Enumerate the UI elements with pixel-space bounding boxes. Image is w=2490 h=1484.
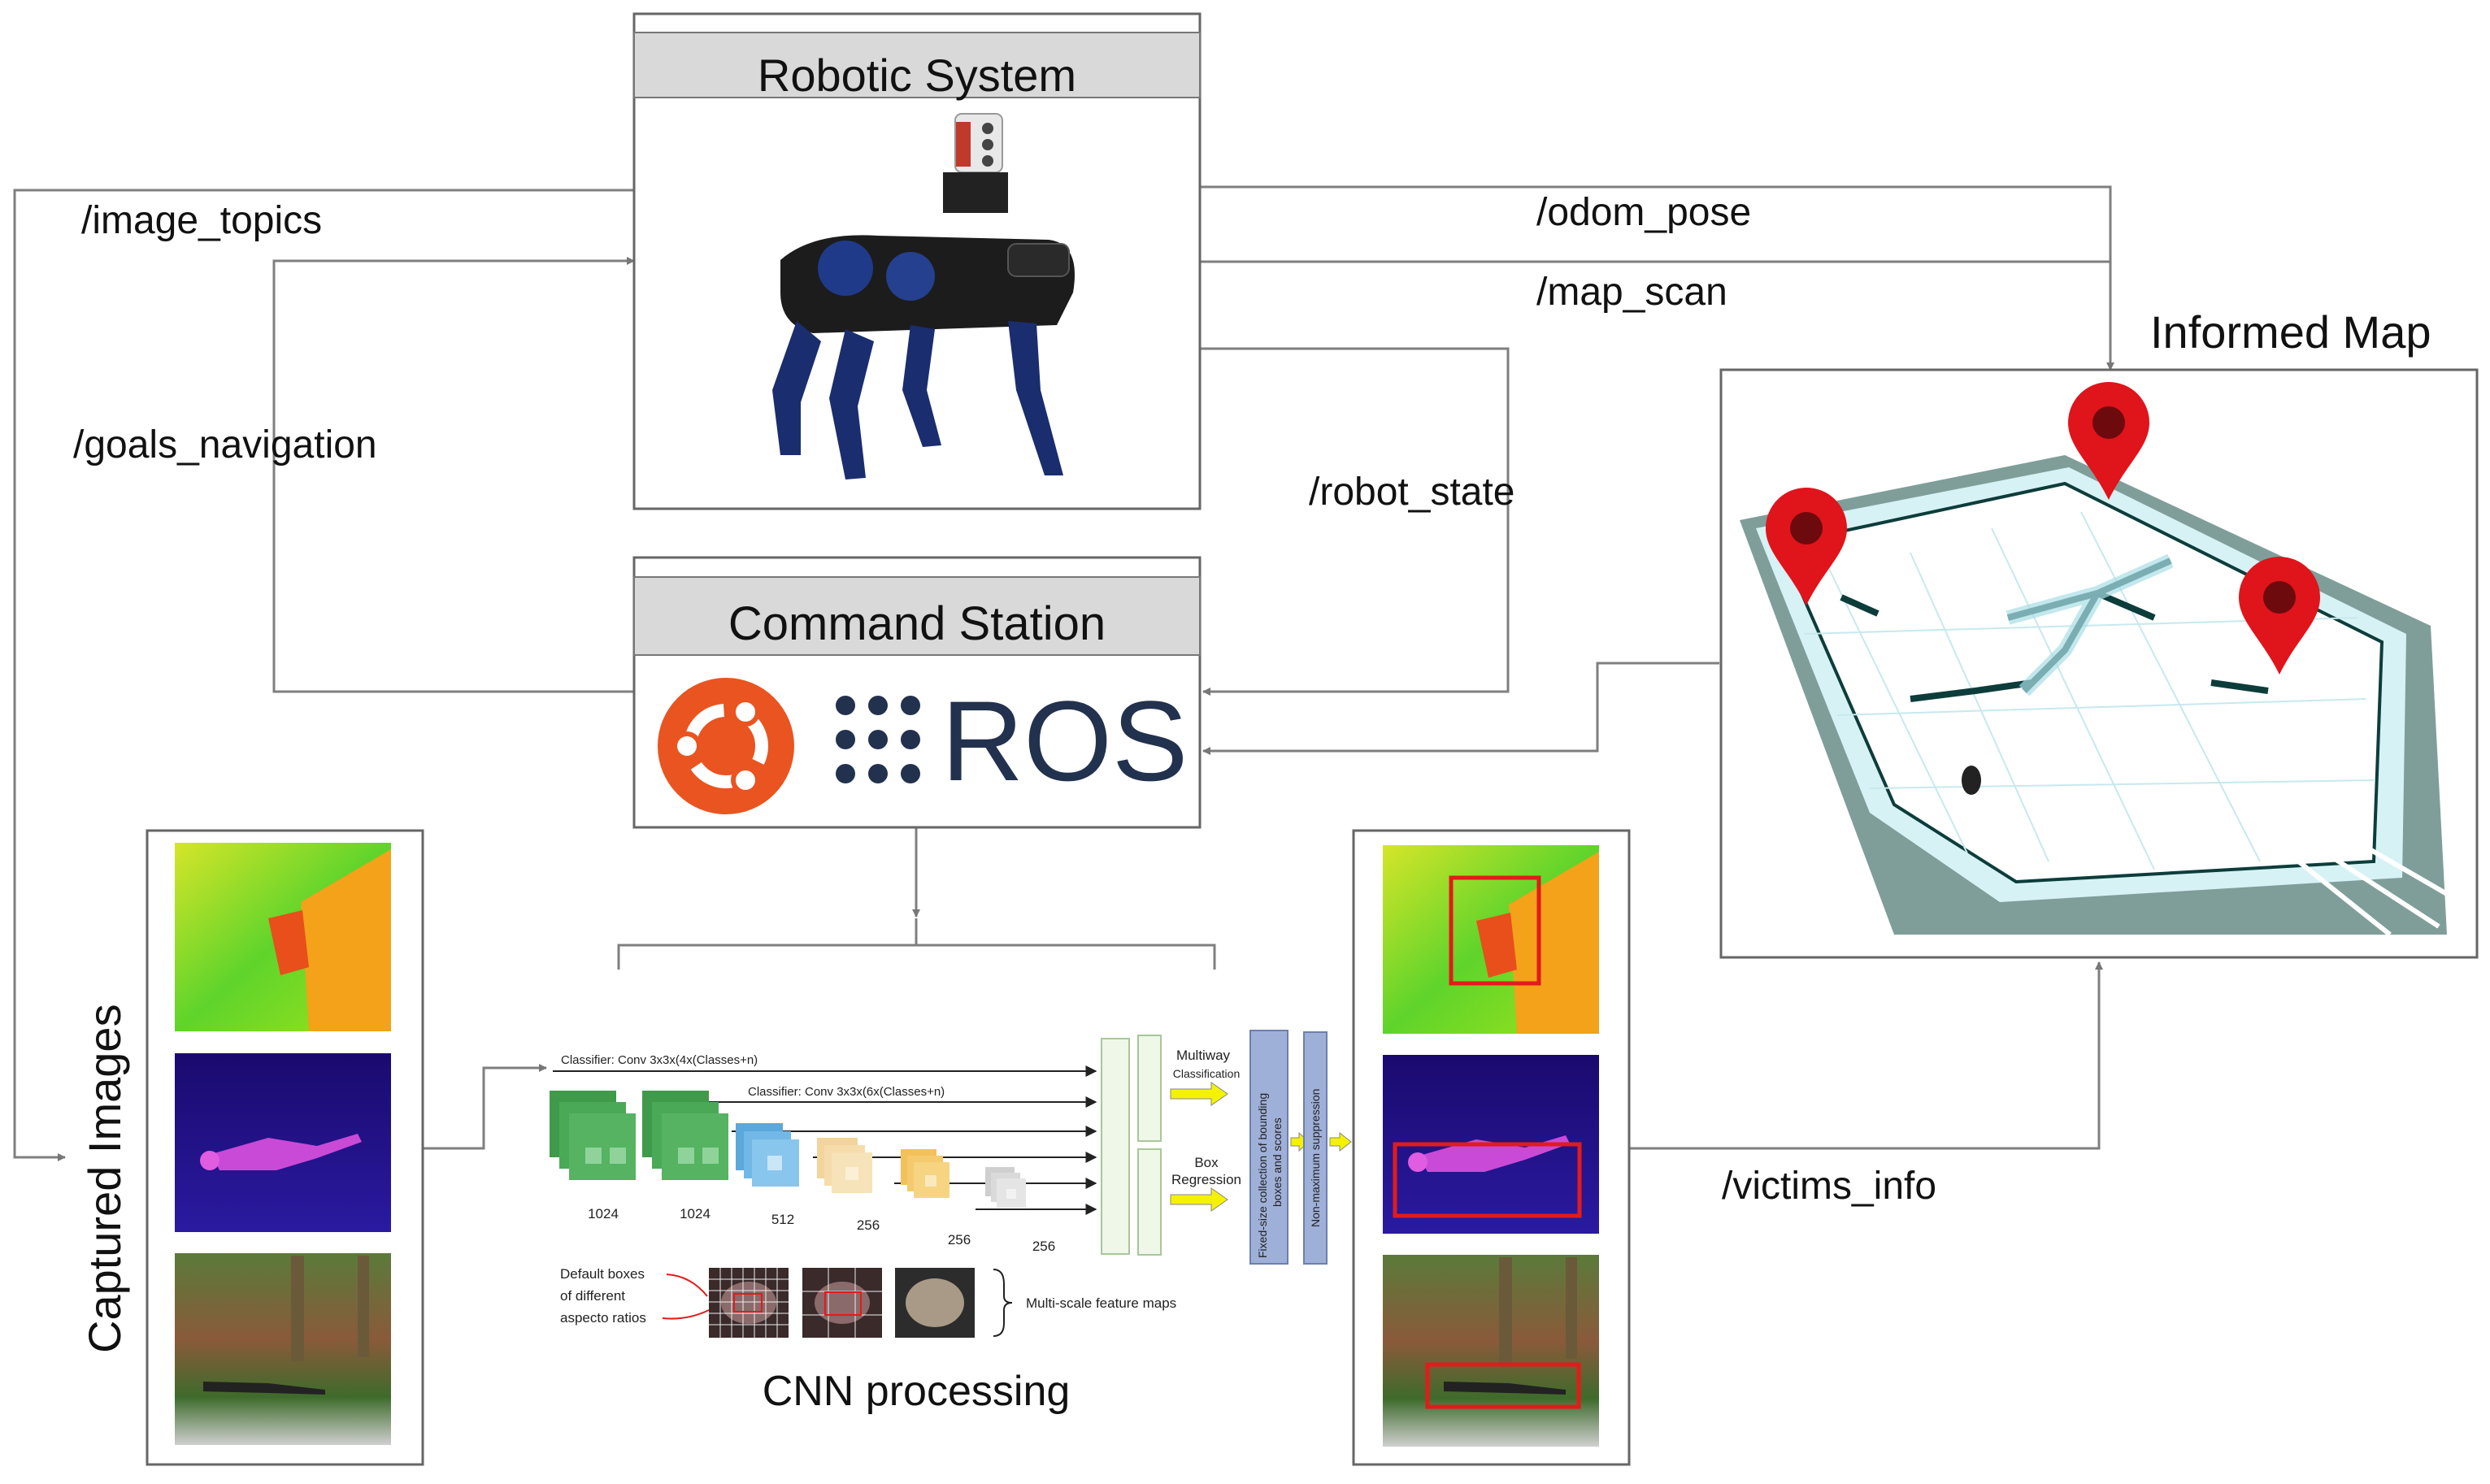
map-to-ros-line [1202, 662, 1719, 755]
victims-info-line [1629, 961, 2103, 1150]
topic-labels: /image_topics /goals_navigation /odom_po… [73, 191, 1936, 1208]
cnn-brace [617, 918, 1216, 970]
yellow-arrow-icon [1170, 1082, 1228, 1106]
default-boxes-label-2: of different [560, 1288, 625, 1304]
feature-block-5 [901, 1149, 950, 1198]
detection-results-box [1352, 829, 1631, 1466]
fixed-size-label-2: boxes and scores [1271, 1117, 1284, 1207]
cnn-architecture: Classifier: Conv 3x3x(4x(Classes+n) Clas… [550, 1030, 1352, 1415]
captured-to-cnn-line [423, 1064, 547, 1150]
captured-images-box: Captured Images [79, 829, 424, 1466]
feature-map-3 [895, 1268, 975, 1338]
channels-label: 256 [857, 1217, 880, 1233]
default-boxes-label: Default boxes [560, 1266, 645, 1282]
yellow-arrow-icon [1170, 1187, 1228, 1212]
classifier-label-2: Classifier: Conv 3x3x(6x(Classes+n) [748, 1085, 945, 1099]
nms-label: Non-maximum suppression [1309, 1089, 1322, 1227]
thermal-image-green [175, 843, 391, 1031]
channels-label: 256 [1032, 1239, 1055, 1254]
image-topics-label: /image_topics [81, 199, 322, 242]
robotic-system-box: Robotic System [632, 12, 1202, 510]
multiway-label-2: Classification [1173, 1067, 1240, 1080]
command-station-box: Command Station ROS [632, 556, 1202, 829]
channels-label: 1024 [680, 1206, 710, 1221]
detection-box [1425, 1362, 1581, 1409]
feature-map-1 [709, 1268, 789, 1338]
connectors [13, 185, 2114, 1161]
default-boxes-label-3: aspecto ratios [560, 1310, 646, 1326]
victim-marker-icon [2239, 557, 2320, 675]
map-scan-line [1200, 260, 2114, 371]
classifier-label-1: Classifier: Conv 3x3x(4x(Classes+n) [561, 1053, 758, 1067]
cnn-processing-label: CNN processing [763, 1368, 1071, 1415]
captured-images-label: Captured Images [79, 1004, 130, 1353]
occupancy-map-image [1740, 455, 2449, 937]
robotic-system-title: Robotic System [758, 50, 1076, 101]
channels-label: 256 [948, 1232, 971, 1248]
informed-map-title: Informed Map [2150, 306, 2431, 358]
fixed-size-label: Fixed-size collection of bounding [1256, 1093, 1269, 1258]
robot-state-label: /robot_state [1309, 471, 1515, 514]
feature-block-4 [817, 1138, 872, 1193]
goals-navigation-line [272, 257, 635, 693]
thermal-image-purple [175, 1053, 391, 1232]
feature-block-3 [736, 1123, 799, 1187]
yellow-arrow-icon [1329, 1131, 1352, 1152]
feature-block-1 [550, 1091, 636, 1180]
box-label: Box [1194, 1155, 1219, 1170]
ubuntu-logo-icon [658, 678, 794, 814]
multiway-label: Multiway [1176, 1048, 1231, 1063]
goals-navigation-label: /goals_navigation [73, 423, 377, 466]
odom-pose-label: /odom_pose [1536, 191, 1751, 234]
feature-map-2 [802, 1268, 882, 1338]
box-label-2: Regression [1171, 1172, 1241, 1187]
detection-box [1449, 875, 1541, 986]
result-thermal-purple [1383, 1055, 1599, 1234]
channels-label: 512 [771, 1212, 794, 1227]
victims-info-label: /victims_info [1722, 1165, 1936, 1208]
informed-map-box: Informed Map [1719, 306, 2479, 959]
feature-block-2 [642, 1091, 728, 1180]
victim-marker-icon [2068, 382, 2149, 500]
robot-state-line [1200, 347, 1510, 696]
ros-logo-text: ROS [941, 677, 1188, 805]
quadruped-robot-image [772, 113, 1075, 479]
field-photo [175, 1253, 391, 1445]
victim-marker-icon [1766, 488, 1847, 605]
ros-logo-icon [836, 696, 920, 783]
channels-label: 1024 [588, 1206, 619, 1221]
result-thermal-green [1383, 845, 1599, 1034]
feature-block-6 [985, 1167, 1026, 1208]
command-station-title: Command Station [728, 597, 1106, 650]
detection-box [1393, 1142, 1582, 1218]
map-scan-label: /map_scan [1536, 271, 1727, 314]
multiscale-label: Multi-scale feature maps [1026, 1295, 1176, 1311]
image-topics-line [13, 189, 634, 1161]
result-field-photo [1383, 1255, 1599, 1447]
